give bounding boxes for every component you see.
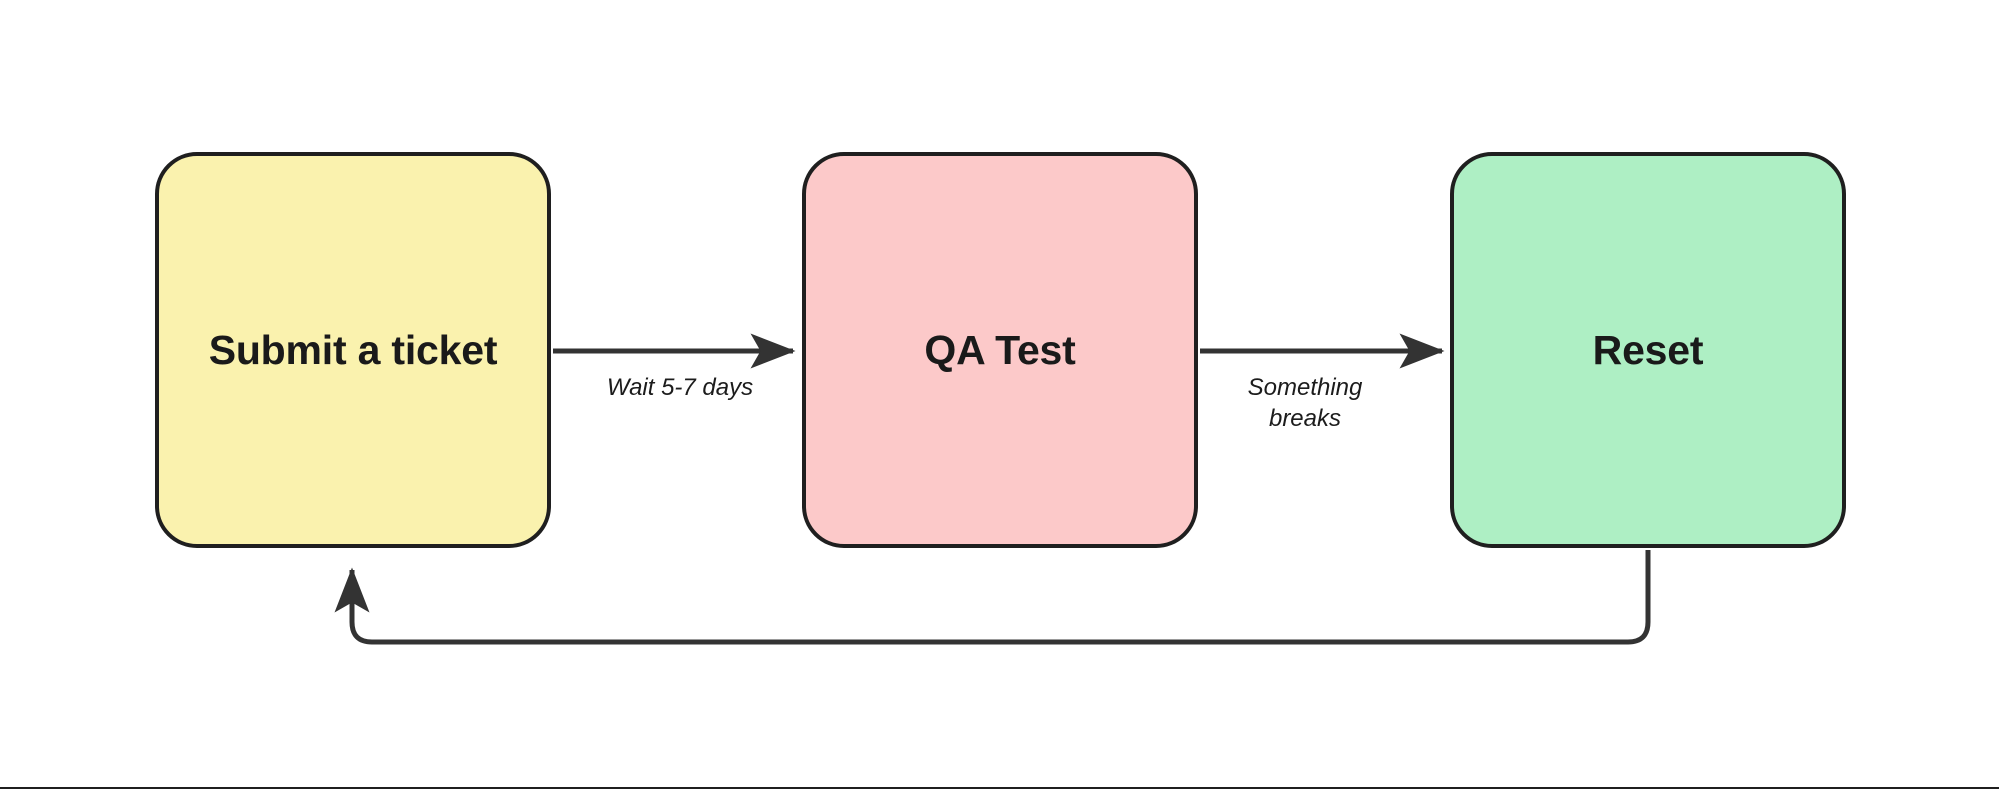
bottom-divider bbox=[0, 787, 1999, 789]
node-label-reset: Reset bbox=[1592, 326, 1704, 373]
node-qa-test[interactable]: QA Test bbox=[802, 152, 1198, 548]
node-submit-a-ticket[interactable]: Submit a ticket bbox=[155, 152, 551, 548]
node-reset[interactable]: Reset bbox=[1450, 152, 1846, 548]
node-label-submit: Submit a ticket bbox=[208, 326, 498, 373]
node-label-qa-test: QA Test bbox=[924, 326, 1076, 373]
edge-label-something-breaks: Something breaks bbox=[1247, 374, 1363, 432]
connector-reset-to-submit-loop bbox=[334, 550, 1651, 645]
edge-label-wait-5-7-days: Wait 5-7 days bbox=[606, 374, 754, 401]
